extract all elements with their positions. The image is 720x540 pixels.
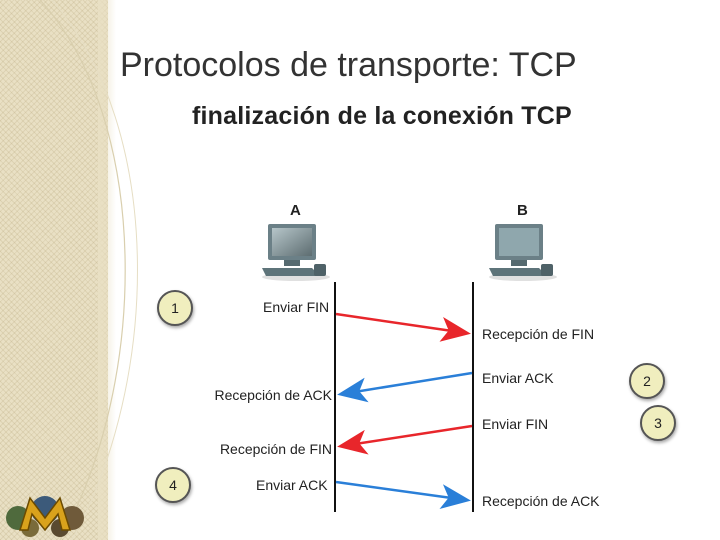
computer-a-icon <box>262 224 330 281</box>
host-b-label: B <box>517 202 528 219</box>
host-a-label: A <box>290 202 301 219</box>
msg-a-recv-fin: Recepción de FIN <box>219 441 332 457</box>
msg-b-send-ack: Enviar ACK <box>482 370 554 386</box>
msg-a-send-fin: Enviar FIN <box>263 299 330 315</box>
fin-arrow-a-to-b <box>335 312 471 342</box>
timeline-b <box>472 282 474 512</box>
logo-icon <box>6 496 84 537</box>
step-4-badge: 4 <box>155 467 191 503</box>
decorative-side-band <box>0 0 108 540</box>
diagram-title: finalización de la conexión TCP <box>192 102 572 130</box>
step-1-badge: 1 <box>157 290 193 326</box>
msg-a-send-ack: Enviar ACK <box>256 477 328 493</box>
ack-arrow-b-to-a <box>337 371 473 403</box>
side-band-fade <box>98 0 116 540</box>
msg-b-send-fin: Enviar FIN <box>482 416 549 432</box>
msg-b-recv-ack: Recepción de ACK <box>482 493 600 509</box>
slide-title: Protocolos de transporte: TCP <box>120 46 577 84</box>
msg-a-recv-ack: Recepción de ACK <box>214 387 332 403</box>
computer-b-icon <box>489 224 557 281</box>
msg-b-recv-fin: Recepción de FIN <box>482 326 595 342</box>
fin-arrow-b-to-a <box>337 424 473 455</box>
ack-arrow-a-to-b <box>335 480 471 509</box>
step-3-badge: 3 <box>640 405 676 441</box>
timeline-a <box>334 282 336 512</box>
step-2-badge: 2 <box>629 363 665 399</box>
